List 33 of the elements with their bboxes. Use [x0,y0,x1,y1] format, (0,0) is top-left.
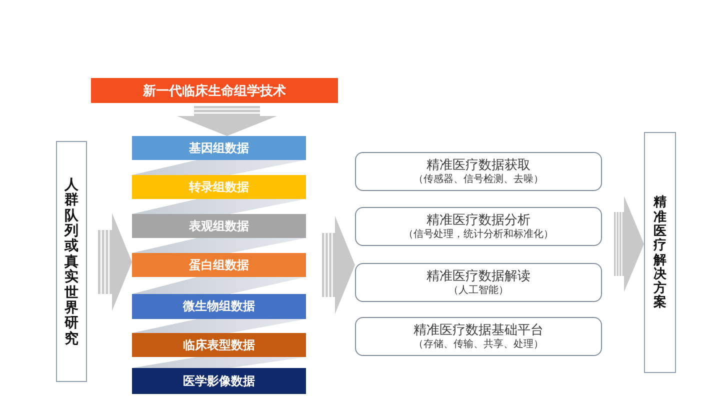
banner [91,78,338,103]
box-subtitle: （人工智能） [448,284,508,297]
box-subtitle: （传感器、信号检测、去噪） [414,173,544,186]
banner-text: 新一代临床生命组学技术 [143,82,286,100]
side-box [644,132,676,373]
bar-label: 医学影像数据 [183,372,255,390]
box-title: 精准医疗数据基础平台 [414,322,544,338]
process-box [355,263,602,302]
bar-label: 表观组数据 [189,218,249,234]
process-box [355,152,602,191]
vertical-label: 人群队列或真实世界研究 [64,176,78,346]
data-bar [132,368,306,394]
data-bar [132,294,306,319]
data-bar [132,175,306,199]
block-arrow [177,103,277,136]
data-bar [132,214,306,238]
box-title: 精准医疗数据分析 [426,212,530,228]
process-box [355,207,602,246]
side-box [56,141,87,382]
box-title: 精准医疗数据解读 [426,268,530,284]
vertical-label: 精准医疗解决方案 [654,195,666,310]
data-bar [132,333,306,357]
bar-label: 转录组数据 [189,178,249,196]
bar-label: 临床表型数据 [183,336,255,354]
box-title: 精准医疗数据获取 [426,157,530,173]
data-bar [132,136,306,160]
box-subtitle: （存储、传输、共享、处理） [414,338,544,351]
data-bar [132,253,306,277]
bar-label: 微生物组数据 [183,298,255,315]
process-box [355,317,602,356]
bar-label: 蛋白组数据 [189,256,249,274]
box-subtitle: （信号处理，统计分析和标准化） [404,228,554,241]
bar-label: 基因组数据 [189,140,249,156]
